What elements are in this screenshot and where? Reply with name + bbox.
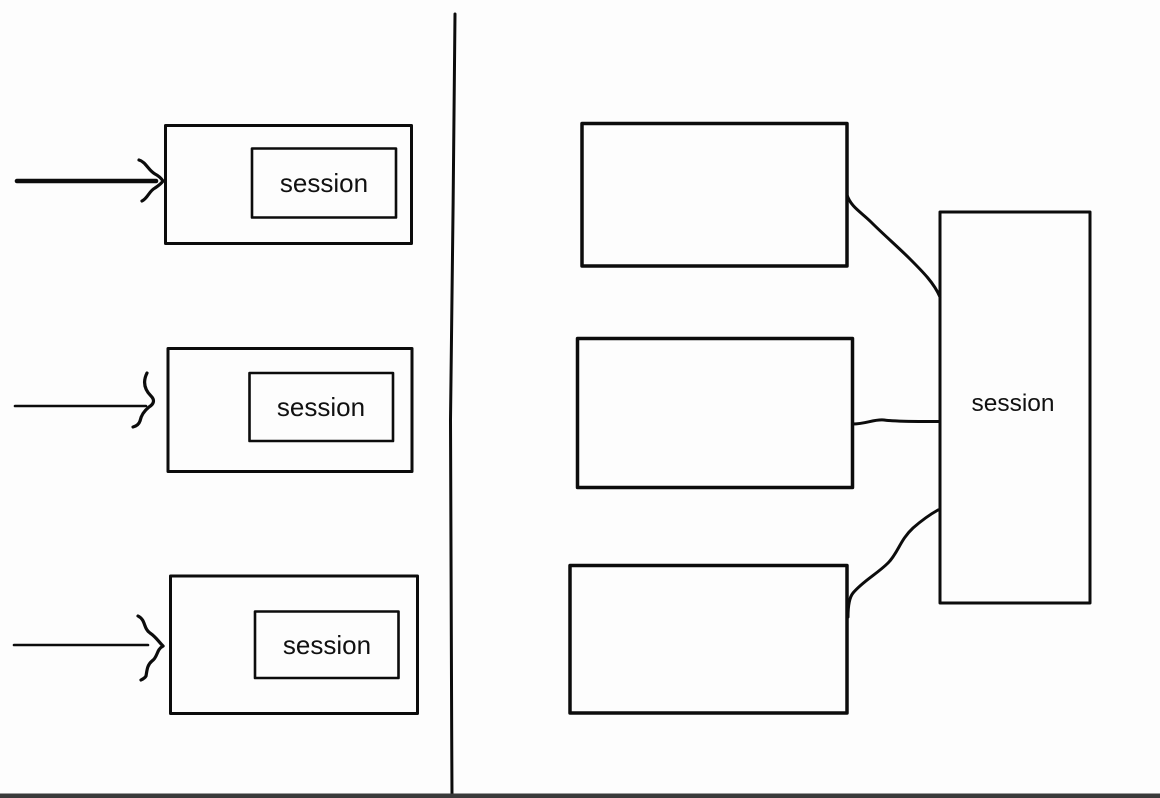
arrow-head [136, 614, 165, 648]
inbound-arrow-1 [14, 158, 165, 203]
session-row-3: session [169, 574, 419, 715]
session-label-2: session [277, 392, 365, 422]
plain-box-1 [580, 121, 849, 268]
session-row-2: session [166, 347, 414, 473]
divider-line [448, 12, 457, 798]
outer-box-1 [164, 124, 413, 245]
inbound-arrow-2 [13, 371, 156, 429]
session-label-3: session [283, 630, 371, 660]
bottom-edge-line [0, 793, 1160, 798]
arrow-head [131, 371, 156, 429]
arrow-head [137, 158, 165, 183]
connector-3 [846, 508, 940, 619]
session-box-right [938, 210, 1092, 605]
inbound-arrow-3 [12, 614, 165, 682]
arrow-head [140, 179, 165, 203]
session-label-right: session [971, 390, 1054, 417]
connector-1 [845, 193, 942, 299]
plain-box-3 [568, 563, 849, 715]
outer-box-3 [169, 574, 419, 715]
session-box-1 [250, 147, 398, 219]
session-box-right-group: session [938, 210, 1092, 605]
plain-box-2 [575, 336, 855, 490]
session-row-1: session [164, 124, 413, 245]
session-label-1: session [280, 168, 368, 198]
session-box-3 [253, 610, 400, 680]
session-box-2 [248, 371, 395, 443]
connector-2 [851, 418, 942, 426]
right-panel: session [568, 121, 1092, 715]
left-panel: session session [12, 124, 419, 715]
outer-box-2 [166, 347, 414, 473]
arrow-head [139, 644, 165, 682]
